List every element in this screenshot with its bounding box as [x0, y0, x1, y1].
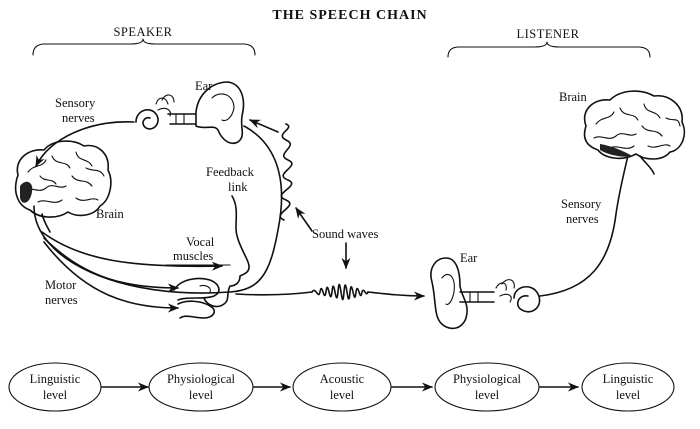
speaker-ear-label: Ear [195, 79, 213, 93]
sound-pointer-1 [295, 207, 313, 232]
feedback-wave [279, 123, 293, 221]
listener-sensory-label-2: nerves [566, 212, 599, 226]
feedback-label-2: link [228, 180, 248, 194]
level-physiological-speaker: Physiological level [148, 362, 254, 412]
listener-ear-icon [430, 257, 541, 330]
motor-nerve-2 [43, 237, 180, 293]
speaker-ear-icon [135, 81, 245, 145]
motor-nerve-3 [43, 241, 180, 313]
level-3-line2: level [330, 388, 355, 402]
level-4-line1: Physiological [453, 372, 522, 386]
vocal-muscles-label-1: Vocal [186, 235, 215, 249]
motor-nerves-label-2: nerves [45, 293, 78, 307]
speaker-heading: SPEAKER [113, 25, 172, 39]
feedback-label-1: Feedback [206, 165, 255, 179]
listener-sensory-nerve [539, 144, 633, 297]
diagram-title: THE SPEECH CHAIN [272, 8, 427, 23]
level-2-line1: Physiological [167, 372, 236, 386]
speaker-motor-loop [33, 125, 283, 294]
listener-brain-icon [583, 90, 686, 175]
speaker-head-profile [173, 195, 250, 319]
sound-waves-label: Sound waves [312, 227, 378, 241]
speaker-brain-label: Brain [96, 207, 125, 221]
listener-brain-label: Brain [559, 90, 588, 104]
level-2-line2: level [189, 388, 214, 402]
motor-nerves-label-1: Motor [45, 278, 77, 292]
level-physiological-listener: Physiological level [434, 362, 540, 412]
vocal-muscles-label-2: muscles [173, 249, 213, 263]
listener-sensory-label-1: Sensory [561, 197, 602, 211]
speaker-bracket: SPEAKER [32, 25, 256, 56]
level-5-line2: level [616, 388, 641, 402]
speaker-sensory-label-1: Sensory [55, 96, 96, 110]
level-linguistic-listener: Linguistic level [581, 362, 675, 412]
listener-heading: LISTENER [516, 27, 579, 41]
motor-nerve-1 [41, 231, 224, 271]
level-1-line1: Linguistic [30, 372, 81, 386]
level-linguistic-speaker: Linguistic level [8, 362, 102, 412]
feedback-arrow [248, 119, 279, 133]
level-1-line2: level [43, 388, 68, 402]
sound-path-left [235, 291, 313, 296]
level-5-line1: Linguistic [603, 372, 654, 386]
level-3-line1: Acoustic [320, 372, 365, 386]
listener-ear-label: Ear [460, 251, 478, 265]
level-4-line2: level [475, 388, 500, 402]
level-acoustic: Acoustic level [292, 362, 392, 412]
sound-path-right [367, 291, 426, 301]
speaker-sensory-label-2: nerves [62, 111, 95, 125]
speaker-sensory-nerve [35, 121, 135, 168]
level-row: Linguistic level Physiological level Aco… [8, 362, 675, 412]
listener-bracket: LISTENER [447, 27, 651, 58]
sound-wave [311, 283, 369, 301]
